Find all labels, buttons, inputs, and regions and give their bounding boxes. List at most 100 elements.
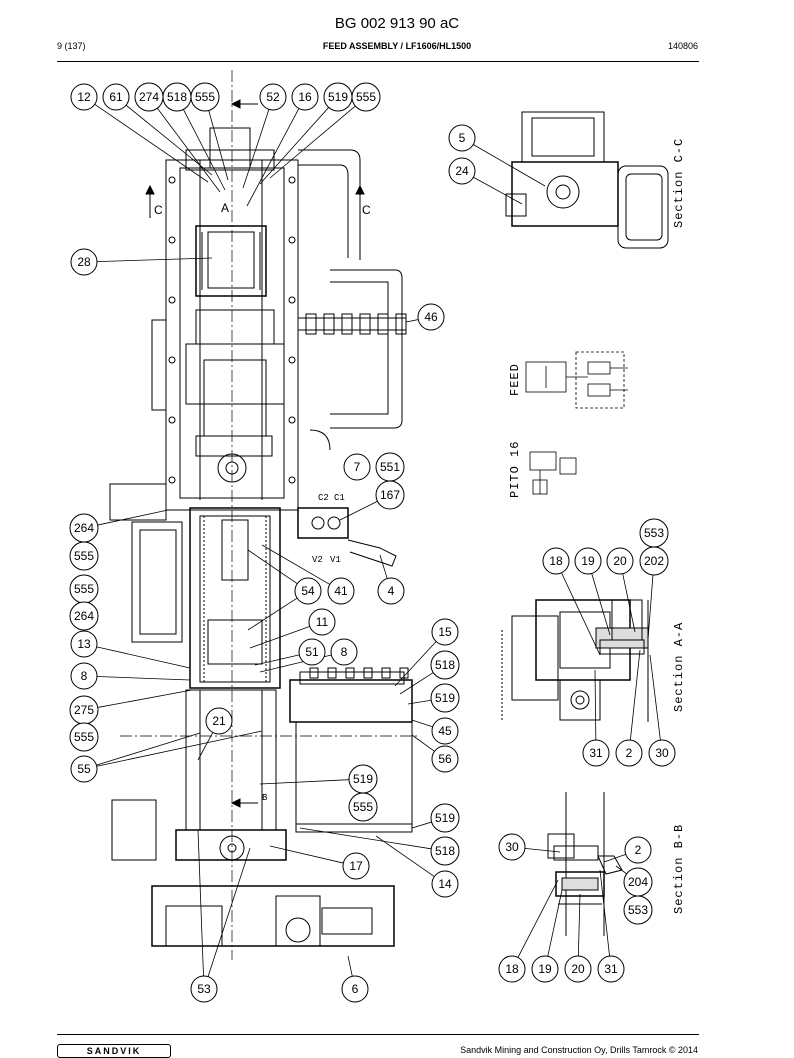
callout-label: 20 xyxy=(571,962,585,976)
callout-264: 264 xyxy=(69,513,99,543)
callout-167: 167 xyxy=(375,480,405,510)
callout-label: 52 xyxy=(266,90,280,104)
leader-line-31 xyxy=(594,669,597,741)
leader-line-275 xyxy=(97,689,193,708)
callout-label: 19 xyxy=(538,962,552,976)
callout-label: 12 xyxy=(77,90,91,104)
leader-lines xyxy=(94,104,661,977)
callout-555: 555 xyxy=(351,82,381,112)
leader-line-53 xyxy=(197,829,204,977)
leader-line-18 xyxy=(561,572,601,656)
sandvik-logo: SANDVIK xyxy=(57,1044,171,1058)
callout-46: 46 xyxy=(417,303,445,331)
callout-circle xyxy=(348,792,378,822)
callout-circle xyxy=(377,577,405,605)
callout-264: 264 xyxy=(69,601,99,631)
callout-circle xyxy=(69,541,99,571)
callout-label: 51 xyxy=(305,645,319,659)
section-mark-a-center: A xyxy=(221,201,229,215)
callout-circle xyxy=(498,833,526,861)
callout-61: 61 xyxy=(102,83,130,111)
callout-28: 28 xyxy=(70,248,98,276)
leader-line-55 xyxy=(96,730,263,767)
leader-line-31 xyxy=(599,869,610,957)
callout-19: 19 xyxy=(574,547,602,575)
callout-label: 18 xyxy=(505,962,519,976)
callout-label: 54 xyxy=(301,584,315,598)
callout-circle xyxy=(430,803,460,833)
hydraulic-schematic xyxy=(525,351,628,495)
callout-circle xyxy=(430,683,460,713)
leader-line-519 xyxy=(407,699,432,705)
callout-circle xyxy=(639,546,669,576)
page-title: FEED ASSEMBLY / LF1606/HL1500 xyxy=(322,41,472,51)
leader-line-19 xyxy=(591,573,611,636)
callout-circle xyxy=(342,852,370,880)
leader-line-18 xyxy=(517,879,559,958)
callout-circle xyxy=(341,975,369,1003)
callout-label: 61 xyxy=(109,90,123,104)
leader-line-204 xyxy=(615,865,627,875)
callout-circle xyxy=(308,608,336,636)
callout-label: 167 xyxy=(380,488,400,502)
schematic-feed-label: FEED xyxy=(508,363,522,396)
callout-label: 555 xyxy=(74,549,94,563)
callout-label: 41 xyxy=(334,584,348,598)
callout-circle xyxy=(597,955,625,983)
leader-line-46 xyxy=(405,319,419,323)
leader-line-30 xyxy=(649,654,661,741)
callout-circle xyxy=(375,480,405,510)
callout-circle xyxy=(431,618,459,646)
callout-4: 4 xyxy=(377,577,405,605)
callout-15: 15 xyxy=(431,618,459,646)
leader-line-45 xyxy=(411,719,433,728)
leader-line-202 xyxy=(647,574,654,641)
callout-circle xyxy=(351,82,381,112)
callout-label: 28 xyxy=(77,255,91,269)
callout-8: 8 xyxy=(70,662,98,690)
leader-line-28 xyxy=(96,257,213,262)
section-aa-title: Section A-A xyxy=(672,622,686,712)
leader-line-518 xyxy=(399,672,434,695)
callout-circle xyxy=(417,303,445,331)
callout-13: 13 xyxy=(70,630,98,658)
leader-line-519 xyxy=(411,821,432,829)
leader-line-274 xyxy=(157,107,221,193)
callout-label: 555 xyxy=(195,90,215,104)
callout-label: 24 xyxy=(455,164,469,178)
leader-line-8 xyxy=(96,676,191,681)
callout-label: 30 xyxy=(505,840,519,854)
callout-24: 24 xyxy=(448,157,476,185)
callout-label: 45 xyxy=(438,724,452,738)
callout-circle xyxy=(70,755,98,783)
callout-45: 45 xyxy=(431,717,459,745)
callout-circle xyxy=(574,547,602,575)
callout-204: 204 xyxy=(623,867,653,897)
callout-label: 21 xyxy=(212,714,226,728)
callout-2: 2 xyxy=(624,836,652,864)
callout-20: 20 xyxy=(606,547,634,575)
footer-rule xyxy=(57,1034,699,1035)
callout-label: 2 xyxy=(626,746,633,760)
leader-line-30 xyxy=(524,847,561,853)
callout-label: 264 xyxy=(74,521,94,535)
callout-519: 519 xyxy=(430,803,460,833)
callout-circle xyxy=(70,83,98,111)
callout-553: 553 xyxy=(639,518,669,548)
leader-line-6 xyxy=(347,955,353,977)
callout-label: 553 xyxy=(628,903,648,917)
section-markers xyxy=(145,99,365,808)
leader-line-264 xyxy=(97,509,169,526)
callout-6: 6 xyxy=(341,975,369,1003)
callout-circle xyxy=(542,547,570,575)
header-rule xyxy=(57,61,699,62)
leader-line-54 xyxy=(247,597,298,631)
leader-line-2 xyxy=(603,853,626,863)
callout-label: 17 xyxy=(349,859,363,873)
leader-line-19 xyxy=(547,889,563,957)
callout-label: 551 xyxy=(380,460,400,474)
callout-5: 5 xyxy=(448,124,476,152)
callout-label: 519 xyxy=(435,691,455,705)
leader-line-15 xyxy=(394,641,437,687)
callout-7: 7 xyxy=(343,453,371,481)
